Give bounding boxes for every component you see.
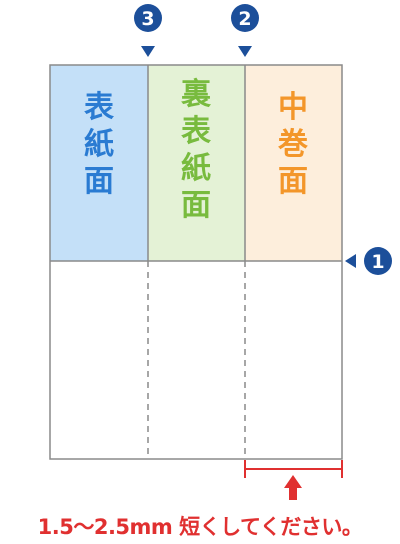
label-char: 面 [84, 164, 114, 199]
label-char: 裏 [181, 77, 212, 112]
back-cover-panel [148, 65, 245, 261]
label-char: 紙 [84, 127, 114, 162]
marker-1-pointer-icon [345, 254, 356, 268]
label-char: 中 [278, 90, 308, 125]
marker-1: 1 [345, 247, 392, 275]
back-cover-label: 裏表紙面 [181, 77, 212, 223]
marker-2-number: 2 [238, 8, 251, 30]
marker-3-badge [134, 4, 162, 32]
inner-flap-label: 中巻面 [277, 90, 308, 199]
sheet-outline [49, 64, 343, 460]
front-cover-panel [50, 65, 148, 261]
marker-2-pointer-icon [238, 46, 252, 57]
marker-3: 3 [134, 4, 162, 57]
label-char: 表 [84, 90, 114, 125]
trim-indicator [244, 460, 343, 500]
front-cover-label: 表紙面 [84, 90, 114, 199]
label-char: 巻 [277, 127, 308, 162]
marker-3-pointer-icon [141, 46, 155, 57]
trim-note: 1.5～2.5mm 短くしてください。 [37, 515, 363, 539]
label-char: 紙 [181, 151, 211, 186]
label-char: 表 [181, 114, 211, 149]
marker-2: 2 [231, 4, 259, 57]
label-char: 面 [278, 164, 308, 199]
label-char: 面 [181, 188, 211, 223]
marker-2-badge [231, 4, 259, 32]
marker-1-number: 1 [371, 251, 384, 273]
up-arrow-icon [284, 475, 302, 500]
marker-3-number: 3 [141, 8, 154, 30]
marker-1-badge [364, 247, 392, 275]
inner-flap-panel [245, 65, 342, 261]
